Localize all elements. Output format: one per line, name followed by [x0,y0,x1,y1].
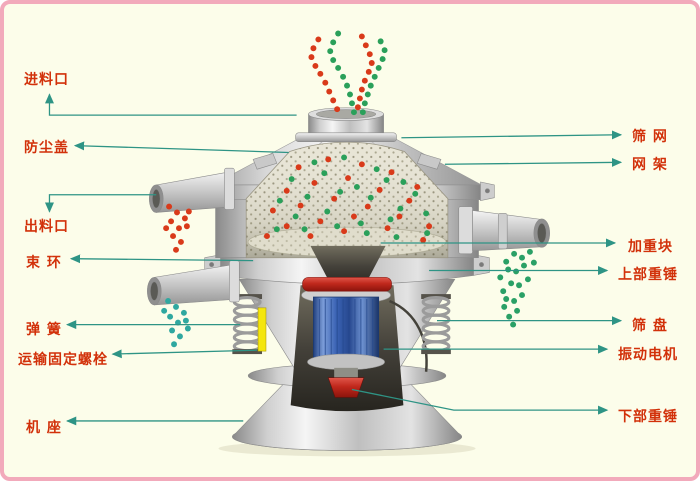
outlet-particles-green [497,248,537,328]
label-discharge-outlet: 出料口 [24,219,69,235]
leader-feed-inlet [44,93,297,116]
interior-particles [263,154,433,243]
discharge-spout-lower-left [147,260,240,306]
leader-discharge-outlet [44,194,157,213]
feed-inlet-shape [295,107,397,142]
leader-lower-weight [351,388,609,415]
discharge-spout-right [458,206,550,255]
spring-right-shape [421,294,451,355]
outlet-particles-red [163,203,192,253]
leader-transport-bolt [111,349,258,359]
label-upper-weight: 上部重锤 [618,267,678,283]
transport-bolt-shape [257,307,267,352]
outlet-particles-teal [161,298,191,348]
label-screen-mesh: 筛 网 [632,129,668,145]
label-weight-block: 加重块 [628,239,673,255]
label-lower-weight: 下部重锤 [618,409,678,425]
label-feed-inlet: 进料口 [24,72,69,88]
discharge-spout-upper-left [149,167,235,213]
leader-screen-mesh [401,130,623,140]
machine-illustration [44,30,623,457]
label-machine-base: 机 座 [26,420,62,436]
inner-funnel-shape [310,245,386,288]
label-spring: 弹 簧 [26,322,62,338]
lower-weight-shape [327,377,365,398]
label-clamp-ring: 束 环 [26,255,62,271]
cutaway-interior [245,141,449,288]
label-vibration-motor: 振动电机 [618,347,678,363]
label-transport-bolt: 运输固定螺栓 [18,352,108,368]
label-mesh-frame: 网 架 [632,157,668,173]
leader-lines [44,93,623,426]
label-sieve-tray: 筛 盘 [632,318,668,334]
upper-weight-shape [302,277,392,292]
leader-dust-cover [73,141,289,154]
motor-cable [389,299,428,372]
label-dust-cover: 防尘盖 [24,140,69,156]
feed-particles [308,30,388,116]
leader-mesh-frame [444,157,623,167]
leader-clamp-ring [69,254,254,264]
